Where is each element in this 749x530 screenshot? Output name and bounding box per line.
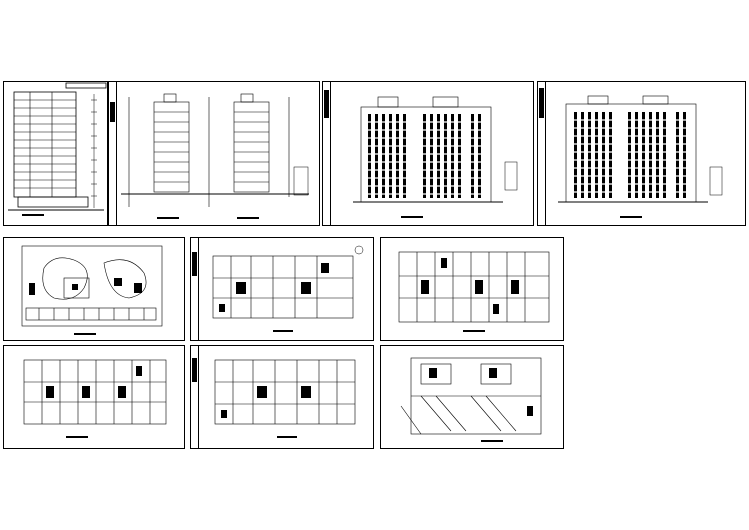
typical-floor-plan-drawing [398, 251, 550, 332]
drawing-sheet-front-elevation-2 [537, 81, 746, 226]
front-elevation-drawing [353, 96, 518, 218]
title-strip [538, 82, 546, 225]
roof-plan-drawing [400, 357, 542, 442]
drawing-sheet-typical-plan-3 [190, 345, 374, 449]
title-strip [109, 82, 117, 225]
typical-floor-plan-drawing [214, 359, 356, 438]
drawing-sheet-front-elevation-1 [322, 81, 534, 226]
drawing-sheet-ground-plan [190, 237, 374, 341]
title-strip [191, 346, 199, 448]
site-plan-drawing [21, 245, 163, 335]
drawing-sheet-site-plan [3, 237, 185, 341]
drawing-sheet-roof-plan [380, 345, 564, 449]
drawing-sheet-side-elevation [3, 81, 108, 226]
drawing-sheet-typical-plan-2 [3, 345, 185, 449]
title-strip [191, 238, 199, 340]
paired-elevation-drawing [121, 93, 309, 219]
rear-elevation-drawing [558, 95, 723, 218]
ground-floor-plan-drawing [212, 245, 364, 332]
title-strip [323, 82, 331, 225]
typical-floor-plan-drawing [23, 359, 167, 438]
drawing-sheet-elevation-pair [108, 81, 320, 226]
side-elevation-drawing [8, 82, 107, 216]
drawing-sheet-typical-plan-1 [380, 237, 564, 341]
